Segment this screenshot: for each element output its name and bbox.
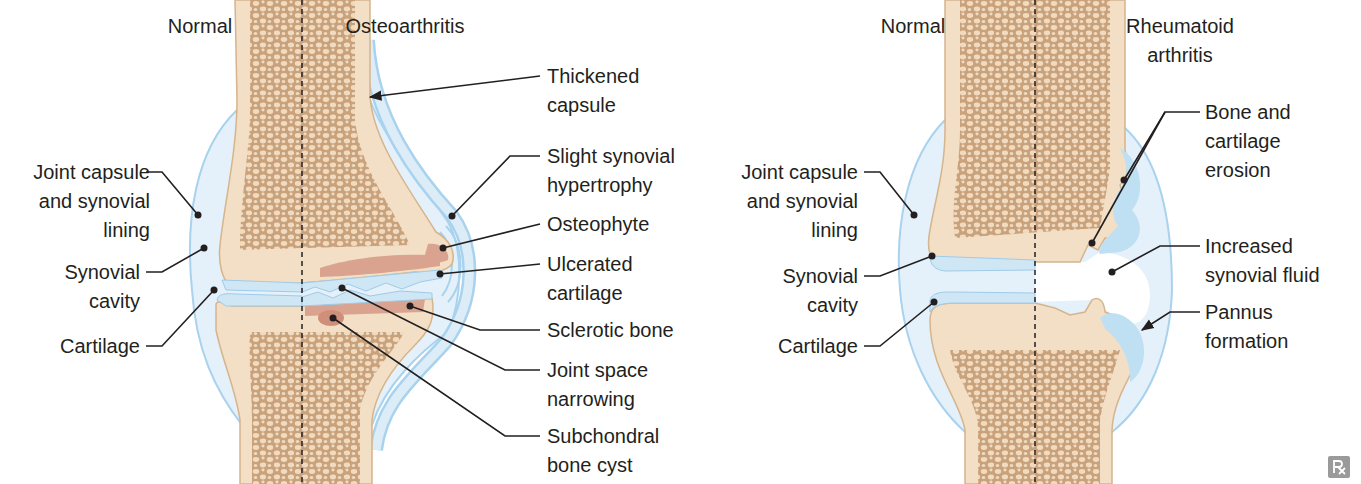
bone-marrow — [240, 0, 410, 250]
leader-dot — [1109, 269, 1116, 276]
part-label: Thickened capsule — [547, 62, 667, 120]
leader-line — [370, 76, 540, 97]
leader-line — [410, 306, 540, 330]
cartilage — [222, 280, 302, 292]
part-label: Joint space narrowing — [547, 356, 677, 414]
logo-box — [1328, 456, 1350, 478]
leader-line — [146, 172, 198, 215]
cartilage — [930, 292, 1035, 312]
leader-dot — [339, 285, 346, 292]
leader-dots — [195, 177, 1128, 322]
leader-dot — [440, 245, 447, 252]
leader-dot — [211, 287, 218, 294]
part-label: Increased synovial fluid — [1205, 232, 1355, 290]
part-label: Slight synovial hypertrophy — [547, 142, 707, 200]
leader-dot — [195, 212, 202, 219]
leader-dot — [1121, 177, 1128, 184]
leader-dot — [201, 245, 208, 252]
leader-dot — [437, 271, 444, 278]
part-label: Pannus formation — [1205, 298, 1325, 356]
part-label: Subchondral bone cyst — [547, 422, 677, 480]
osteophyte — [424, 244, 448, 263]
leader-line — [440, 264, 540, 274]
leader-dot — [911, 212, 918, 219]
part-label: Synovial cavity — [20, 258, 140, 316]
cartilage — [217, 294, 302, 306]
logo-glyph — [1334, 461, 1345, 474]
bone-marrow — [249, 332, 405, 484]
midline — [301, 0, 303, 484]
leader-dot — [929, 253, 936, 260]
leader-lines — [146, 76, 1200, 436]
leader-line — [443, 224, 540, 248]
leader-dot — [330, 315, 337, 322]
part-label: Synovial cavity — [738, 262, 858, 320]
logo-mark — [1328, 456, 1350, 478]
upper-bone — [219, 0, 453, 285]
bone-marrow — [954, 0, 1110, 238]
part-label: Joint capsule and synovial lining — [718, 158, 858, 245]
panel-heading: Osteoarthritis — [330, 12, 480, 41]
leader-line — [1124, 112, 1200, 180]
leader-dot — [1089, 240, 1096, 247]
leader-line — [333, 318, 540, 436]
part-label: Ulcerated cartilage — [547, 250, 667, 308]
leader-dot — [449, 213, 456, 220]
part-label: Sclerotic bone — [547, 316, 747, 345]
part-label: Joint capsule and synovial lining — [10, 158, 150, 245]
upper-bone — [929, 0, 1131, 265]
part-label: Cartilage — [20, 332, 140, 361]
lower-bone — [216, 298, 433, 484]
leader-line — [1092, 112, 1165, 243]
leader-line — [1142, 312, 1200, 330]
part-label: Bone and cartilage erosion — [1205, 98, 1325, 185]
leader-line — [452, 156, 540, 216]
panel-heading: Normal — [140, 12, 260, 41]
leader-line — [864, 256, 932, 276]
leader-line — [146, 248, 204, 272]
leader-line — [146, 290, 214, 346]
panel-heading: Rheumatoid arthritis — [1110, 12, 1250, 70]
ulcerated-cartilage — [302, 270, 442, 292]
midline — [1034, 0, 1036, 484]
pannus — [1100, 313, 1144, 382]
leader-line — [864, 172, 914, 215]
part-label: Osteophyte — [547, 210, 747, 239]
leader-dot — [407, 303, 414, 310]
leader-line — [1112, 246, 1200, 272]
panel-heading: Normal — [853, 12, 973, 41]
leader-dot — [931, 299, 938, 306]
leader-line — [864, 302, 934, 346]
leader-line — [342, 288, 540, 370]
part-label: Cartilage — [738, 332, 858, 361]
cartilage — [930, 256, 1035, 271]
